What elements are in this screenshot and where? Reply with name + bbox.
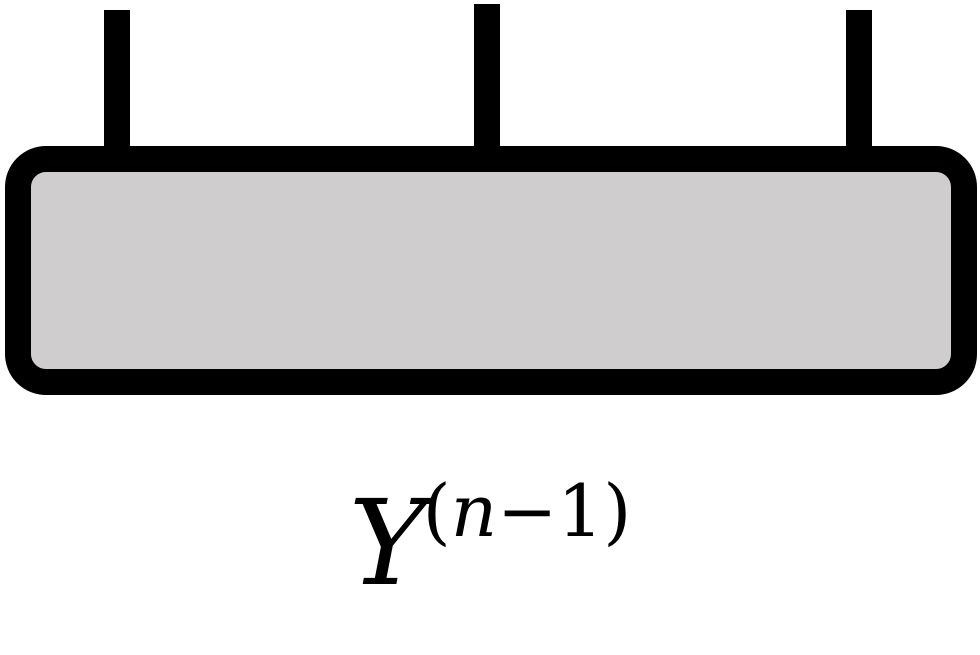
tensor-superscript: (n−1)	[423, 469, 632, 553]
superscript-rest: −1)	[497, 469, 632, 553]
superscript-open: (	[422, 469, 451, 553]
superscript-var: n	[450, 469, 498, 553]
tensor-label: Y(n−1)	[0, 469, 980, 602]
tensor-box	[5, 146, 977, 395]
tensor-symbol: Y	[348, 474, 427, 612]
